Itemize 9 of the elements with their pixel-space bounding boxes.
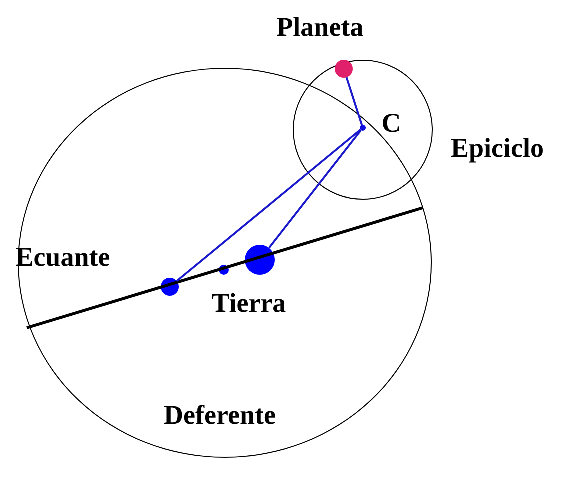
deferent-circle <box>18 68 432 458</box>
connector-line <box>176 129 362 282</box>
connector-line <box>346 77 364 126</box>
connector-line <box>268 130 362 249</box>
text-label: Planeta <box>276 14 364 41</box>
text-label: Tierra <box>212 290 286 317</box>
text-label: C <box>382 110 402 137</box>
text-label: Epiciclo <box>451 135 544 162</box>
text-label: Deferente <box>164 402 276 429</box>
